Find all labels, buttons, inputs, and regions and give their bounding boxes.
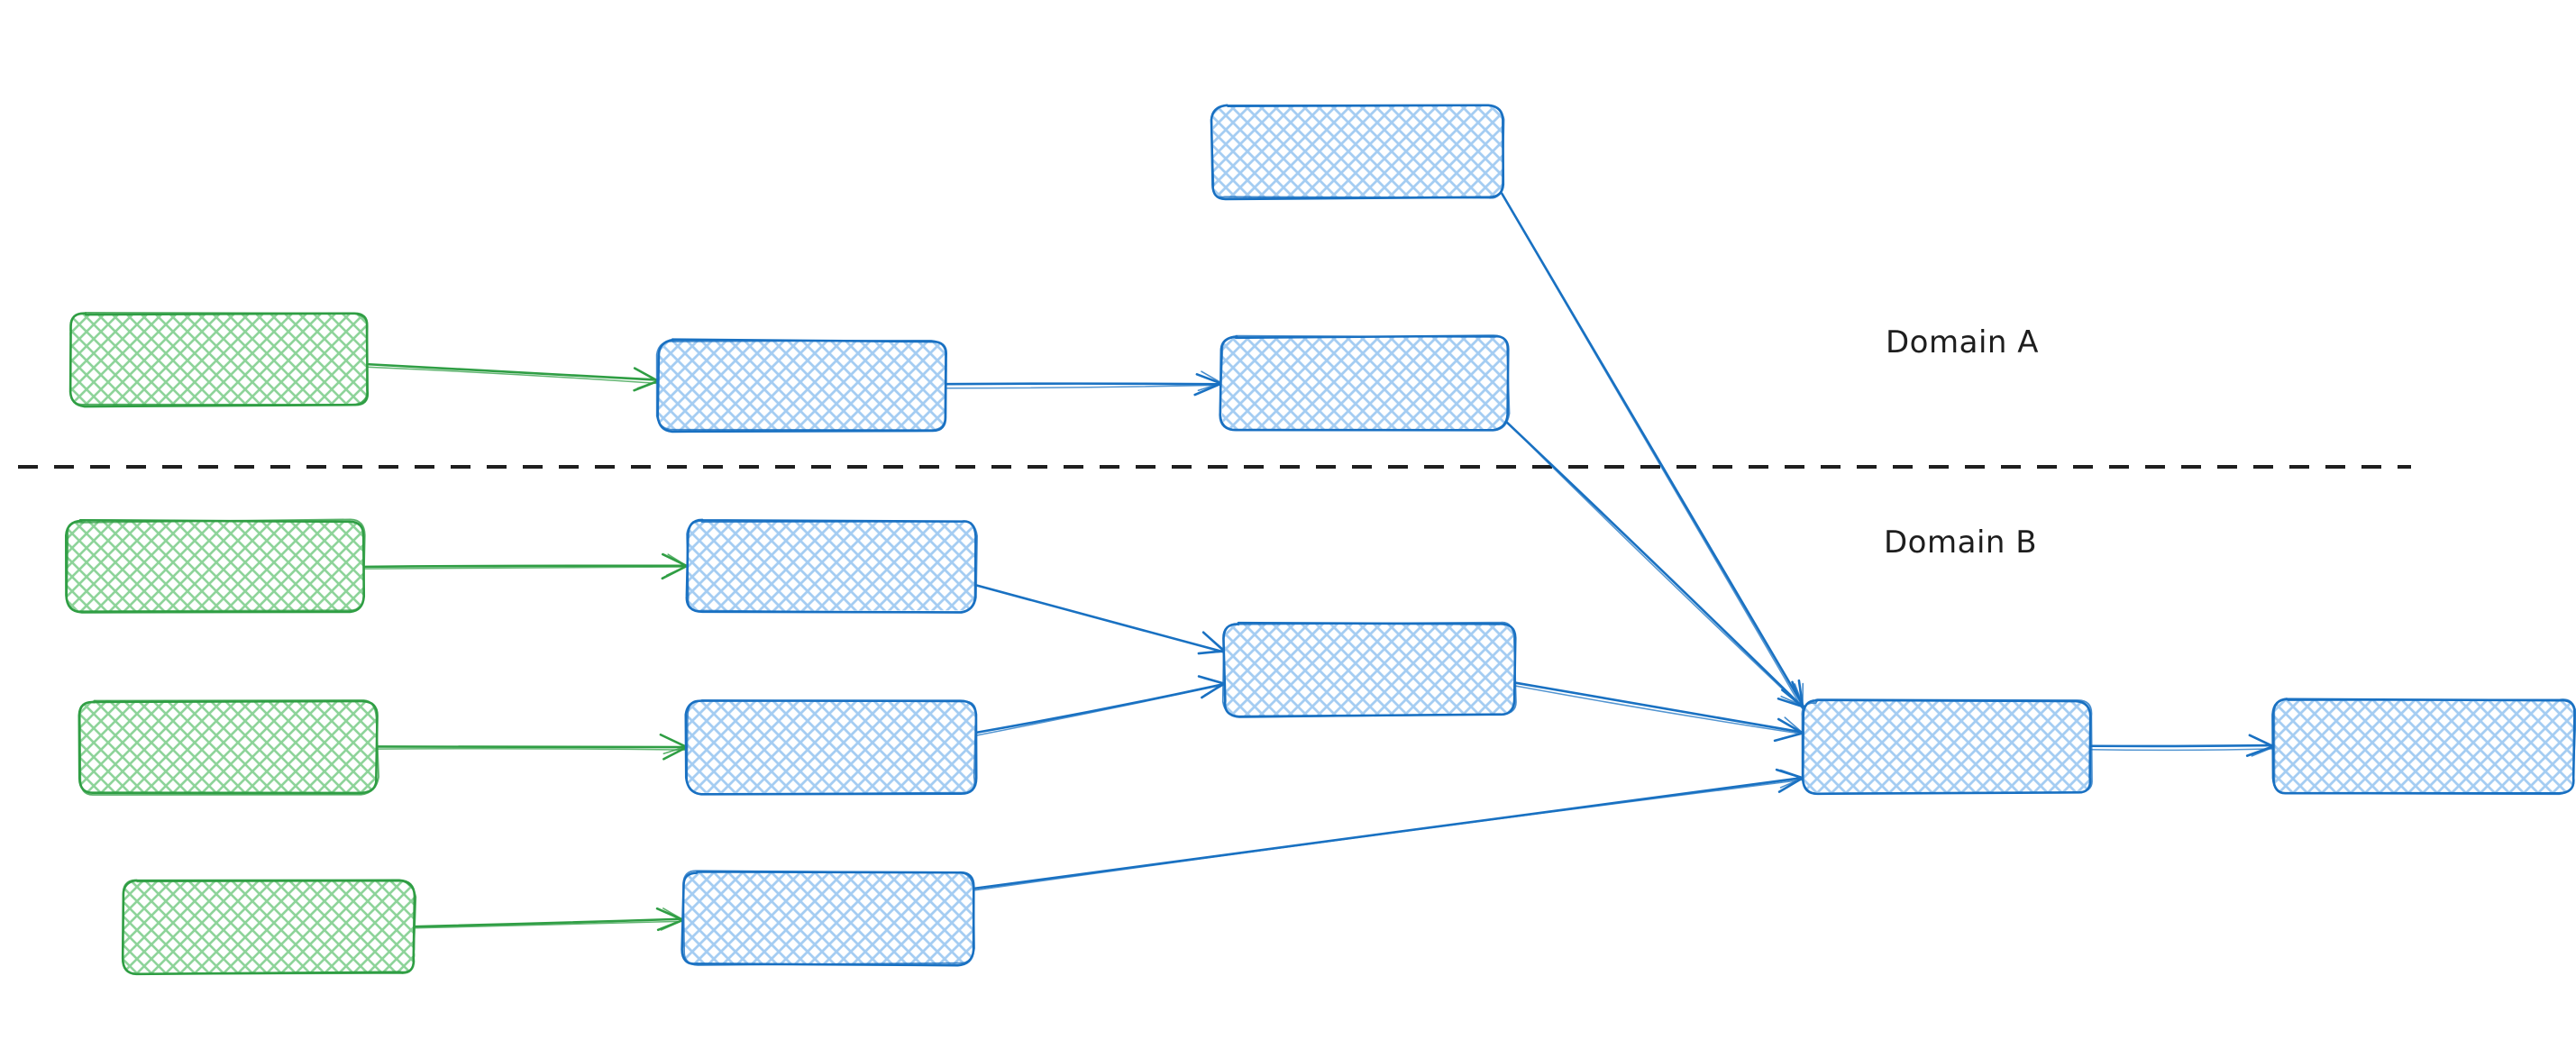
- edge-b_a1-to-b_a2: [944, 370, 1223, 397]
- blue-box[interactable]: [1219, 334, 1511, 432]
- blue-box[interactable]: [2271, 698, 2576, 796]
- blue-box[interactable]: [681, 870, 975, 967]
- edge-g3-to-b_b2: [374, 733, 690, 761]
- domain-a-label: Domain A: [1886, 324, 2039, 360]
- edge-g4-to-b_b3: [414, 907, 685, 932]
- edge-b_b2-to-b_mid: [973, 675, 1226, 737]
- edge-b_mid-to-b_hub: [1512, 681, 1804, 743]
- edge-b_a2-to-b_hub: [1505, 421, 1804, 709]
- edge-b_b1-to-b_mid: [973, 583, 1226, 655]
- blue-box[interactable]: [1221, 621, 1517, 718]
- edge-g1-to-b_a1: [365, 362, 660, 392]
- green-box[interactable]: [65, 518, 366, 614]
- domain-b-label: Domain B: [1884, 524, 2038, 561]
- edge-g2-to-b_b1: [362, 552, 689, 580]
- green-box[interactable]: [78, 699, 379, 796]
- blue-box[interactable]: [685, 518, 978, 614]
- green-box[interactable]: [121, 879, 417, 976]
- blue-box[interactable]: [1210, 104, 1505, 201]
- blue-box[interactable]: [684, 699, 978, 796]
- green-box[interactable]: [69, 312, 370, 408]
- edge-b_hub-to-b_end: [2089, 734, 2276, 757]
- blue-box[interactable]: [655, 338, 947, 433]
- edge-b_b3-to-b_hub: [971, 768, 1804, 891]
- blue-box[interactable]: [1801, 698, 2093, 796]
